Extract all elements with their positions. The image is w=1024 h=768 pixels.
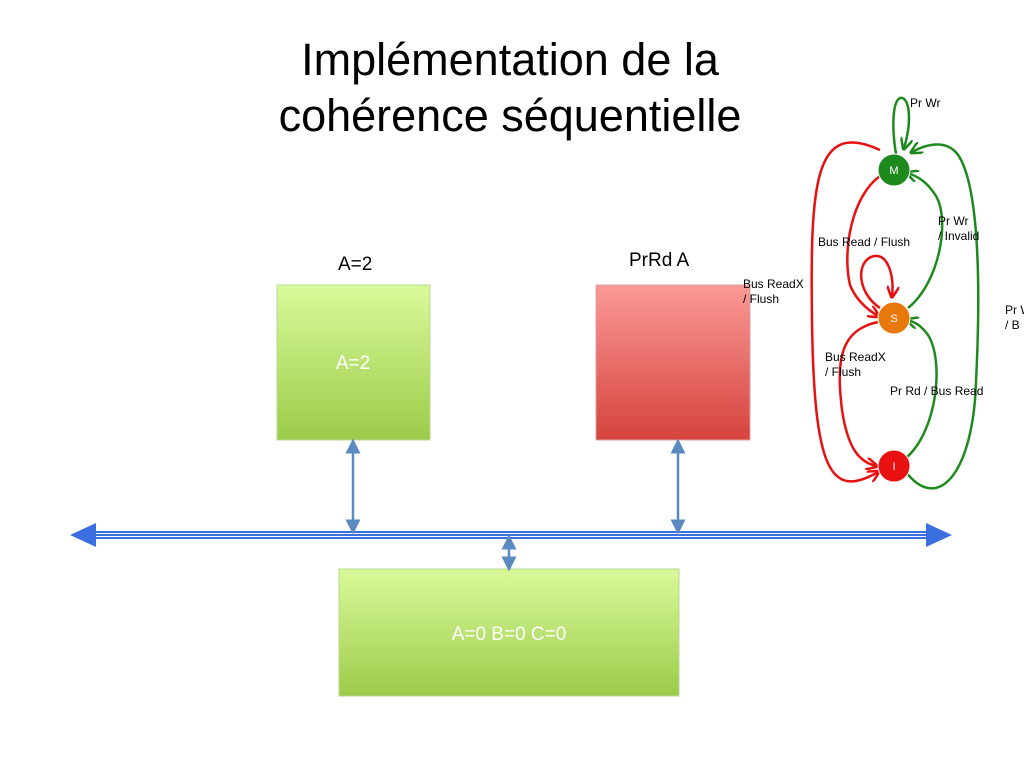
label-m-to-i: Bus ReadX / Flush — [743, 277, 804, 306]
title-line-2: cohérence séquentielle — [278, 90, 742, 141]
bus-right-arrowhead — [926, 523, 952, 547]
label-i-to-s: Pr Rd / Bus Read — [890, 384, 984, 398]
processor-1-content: A=2 — [336, 353, 370, 374]
fsm-edge-s-to-i — [838, 320, 878, 466]
slide-title: Implémentation de la cohérence séquentie… — [190, 32, 830, 144]
label-s-to-m: Pr Wr / Invalid — [938, 214, 980, 243]
memory-box — [338, 568, 680, 697]
fsm-edge-s-to-m — [908, 173, 944, 309]
fsm-edge-m-to-s — [846, 174, 880, 316]
fsm-state-i: I — [877, 449, 911, 483]
processor-2-box — [595, 284, 751, 441]
fsm-state-s: S — [877, 301, 911, 335]
processor-2-caption: PrRd A — [629, 250, 690, 271]
fsm-state-m-label: M — [889, 165, 898, 177]
fsm-state-i-label: I — [892, 461, 895, 473]
label-m-self: Pr Wr — [910, 96, 941, 110]
fsm-state-m: M — [877, 153, 911, 187]
fsm-edge-s-self — [859, 254, 892, 310]
title-line-1: Implémentation de la — [301, 34, 719, 85]
fsm-edge-m-to-i — [810, 141, 880, 483]
processor-1-caption: A=2 — [338, 254, 373, 275]
fsm-edge-i-to-m — [905, 144, 980, 490]
label-s-to-i: Bus ReadX / Flush — [825, 350, 886, 379]
bus — [70, 523, 952, 547]
fsm-state-s-label: S — [890, 313, 897, 325]
fsm-edge-i-to-s — [906, 320, 938, 459]
fsm-edge-m-self — [892, 96, 909, 155]
bus-left-arrowhead — [70, 523, 96, 547]
label-i-to-m: Pr W / B — [1005, 303, 1024, 332]
label-m-to-s: Bus Read / Flush — [818, 235, 911, 249]
memory-content: A=0 B=0 C=0 — [452, 624, 567, 645]
